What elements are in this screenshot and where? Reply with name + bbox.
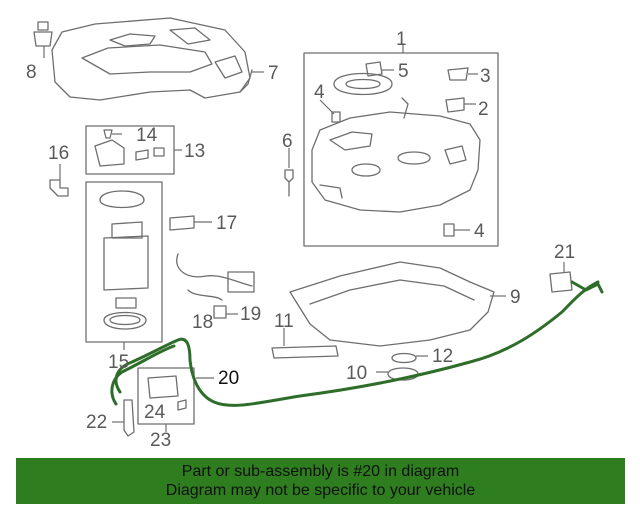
part-14-shape: [103, 129, 113, 139]
part-18-clip-shape: [213, 305, 227, 319]
part-17-connector-shape: [169, 215, 195, 231]
part-19-connector-shape: [227, 271, 255, 293]
callout-12: 12: [432, 346, 453, 367]
part-15-filter-shape: [115, 297, 137, 309]
group-13-box: [85, 125, 175, 175]
part-1-fuel-tank-shape: [311, 97, 481, 213]
part-18-19-harness-shape: [176, 253, 253, 301]
callout-2: 2: [478, 99, 489, 120]
part-16-fitting-shape: [49, 179, 69, 197]
callout-19: 19: [240, 304, 261, 325]
callout-21: 21: [554, 242, 575, 263]
part-1-top-plate-shape: [333, 72, 393, 96]
callout-16: 16: [48, 143, 69, 164]
part-6-bolt-shape: [284, 169, 294, 197]
part-9-inner-line: [309, 279, 475, 305]
part-11-strap-shape: [271, 345, 339, 359]
part-7-cover-shape: [51, 17, 253, 101]
part-12-ring-shape: [391, 352, 417, 364]
callout-3: 3: [480, 66, 491, 87]
group-1-box: [303, 52, 499, 247]
callout-13: 13: [184, 141, 205, 162]
part-8-clip-shape: [33, 21, 53, 47]
part-4-lower-shape: [443, 223, 455, 237]
part-15-top-shape: [111, 221, 143, 239]
callout-14: 14: [136, 125, 158, 146]
part-4-upper-shape: [331, 111, 341, 123]
callout-1: 1: [396, 29, 407, 50]
callout-22: 22: [86, 412, 107, 433]
part-24-shape: [177, 399, 187, 411]
callout-5: 5: [398, 61, 409, 82]
group-15-box: [85, 181, 163, 343]
part-13-clip-shape: [153, 147, 165, 157]
callout-11: 11: [274, 311, 294, 332]
callout-18: 18: [192, 312, 213, 333]
callout-6: 6: [282, 131, 293, 152]
callout-10: 10: [346, 363, 367, 384]
part-15-cap-shape: [99, 190, 145, 209]
part-notice-banner: Part or sub-assembly is #20 in diagram D…: [16, 458, 625, 504]
part-22-shape: [123, 399, 135, 437]
part-23-bracket-shape: [147, 375, 179, 399]
part-15-seal-ring-shape: [103, 311, 147, 330]
callout-17: 17: [216, 213, 237, 234]
callout-7: 7: [268, 63, 279, 84]
part-13-connector-shape: [135, 149, 149, 161]
part-13-valve-shape: [94, 139, 125, 167]
callout-4-lower: 4: [474, 221, 485, 242]
leader-lines: [43, 44, 565, 432]
part-3-shape: [447, 67, 469, 81]
callout-15: 15: [108, 352, 129, 373]
part-5-shape: [365, 61, 383, 77]
part-21-bracket-shape: [549, 271, 573, 293]
part-15-pump-body-shape: [103, 235, 149, 291]
callout-8: 8: [26, 62, 37, 83]
callout-20-highlighted: 20: [218, 368, 239, 389]
callout-23: 23: [150, 430, 171, 451]
banner-line-disclaimer: Diagram may not be specific to your vehi…: [165, 482, 476, 499]
part-20-fuel-line-highlight: [110, 280, 604, 407]
part-9-shield-shape: [289, 261, 495, 347]
part-2-shape: [445, 97, 465, 113]
callout-9: 9: [510, 287, 521, 308]
banner-line-part-number: Part or sub-assembly is #20 in diagram: [181, 463, 460, 480]
callout-24: 24: [144, 402, 166, 423]
callout-4-upper: 4: [314, 82, 325, 103]
